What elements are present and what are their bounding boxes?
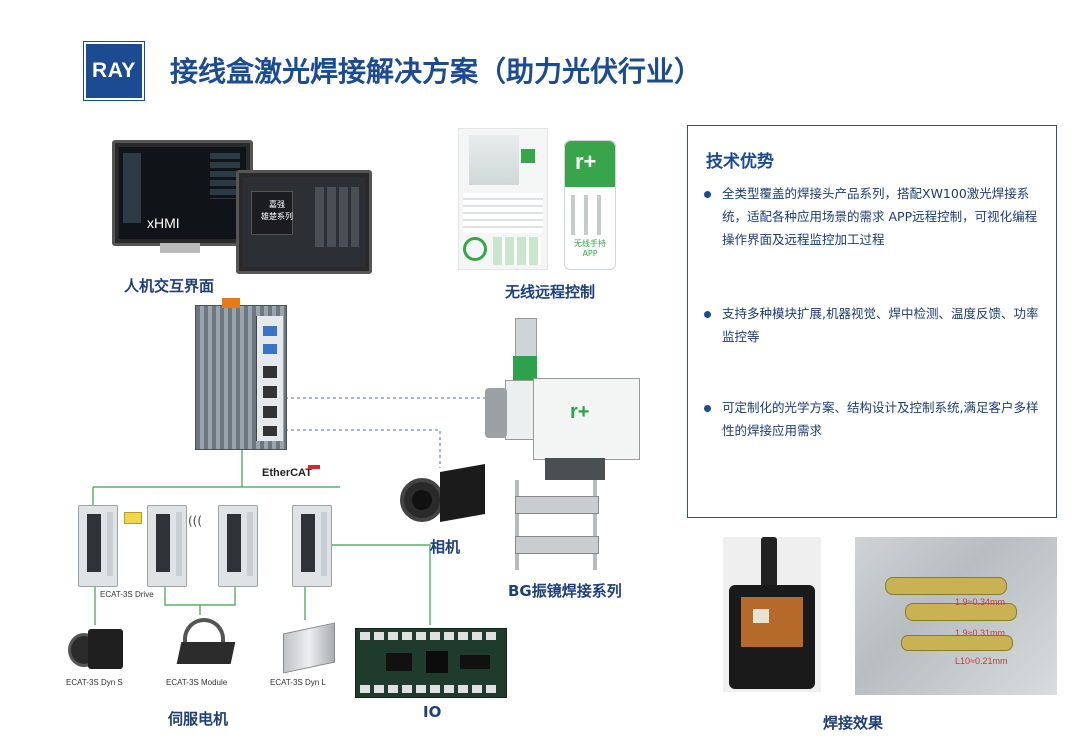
ray-logo: RAY: [84, 42, 144, 100]
motor-dyn-s: [68, 625, 123, 670]
motor1-label: ECAT-3S Dyn S: [66, 678, 123, 687]
drive-label: ECAT-3S Drive: [100, 590, 154, 599]
drive-tag-icon: [124, 512, 142, 524]
remote-phone: r+ 无线手持 APP: [564, 140, 616, 270]
xw100-controller: [195, 305, 287, 450]
page-title: 接线盒激光焊接解决方案（助力光伏行业）: [170, 55, 703, 88]
io-label: IO: [423, 703, 442, 721]
io-board: [355, 628, 507, 698]
measure-3: L10≈0.21mm: [955, 656, 1008, 666]
advantages-panel: 技术优势 全类型覆盖的焊接头产品系列，搭配XW100激光焊接系统，适配各种应用场…: [687, 125, 1057, 518]
svg-text:(((: (((: [188, 514, 202, 528]
servo-drive-2: [147, 505, 187, 587]
advantage-item-1: 全类型覆盖的焊接头产品系列，搭配XW100激光焊接系统，适配各种应用场景的需求 …: [704, 182, 1044, 251]
bullet-icon: [704, 311, 711, 318]
hmi-screen2-line2: 雄楚系列: [261, 212, 293, 221]
advantages-title: 技术优势: [706, 152, 774, 172]
remote-label: 无线远程控制: [505, 283, 596, 301]
measure-2: 1.9≈0.31mm: [955, 628, 1005, 638]
motor-module: [175, 618, 236, 668]
ethercat-label: EtherCAT: [262, 467, 312, 479]
motor2-label: ECAT-3S Module: [166, 678, 228, 687]
weld-effect-label: 焊接效果: [823, 714, 884, 732]
ethercat-arrow-icon: [308, 465, 320, 469]
hmi-monitor-back: xHMI: [112, 140, 253, 246]
hmi-monitor-front: 嘉强 雄楚系列: [236, 170, 372, 274]
bg-galvo-weld-head: r+: [485, 318, 640, 573]
remote-app-line2: APP: [582, 249, 598, 258]
weld-photo-part: [723, 537, 821, 692]
weld-head-label: BG振镜焊接系列: [508, 582, 622, 600]
camera-label: 相机: [430, 538, 461, 556]
weld-photo-micro: 1.9≈0.34mm 1.9≈0.31mm L10≈0.21mm: [855, 537, 1057, 695]
hmi-label: 人机交互界面: [124, 277, 215, 295]
hmi-stand: [160, 243, 200, 253]
hmi-screen2-line1: 嘉强: [269, 200, 285, 209]
servo-drive-3: [218, 505, 258, 587]
industrial-camera: [400, 464, 485, 528]
hmi-screen-text: xHMI: [147, 215, 180, 231]
servo-label: 伺服电机: [168, 710, 229, 728]
bullet-icon: [704, 405, 711, 412]
advantage-item-2: 支持多种模块扩展,机器视觉、焊中检测、温度反馈、功率监控等: [704, 302, 1044, 348]
advantage-item-3: 可定制化的光学方案、结构设计及控制系统,满足客户多样性的焊接应用需求: [704, 396, 1044, 442]
remote-app-line1: 无线手持: [574, 239, 606, 248]
servo-drive-1: [78, 505, 118, 587]
bullet-icon: [704, 191, 711, 198]
remote-software-screen: [458, 128, 548, 270]
measure-1: 1.9≈0.34mm: [955, 597, 1005, 607]
motor3-label: ECAT-3S Dyn L: [270, 678, 326, 687]
controller-top-connector: [222, 298, 240, 308]
servo-drive-4: [292, 505, 332, 587]
